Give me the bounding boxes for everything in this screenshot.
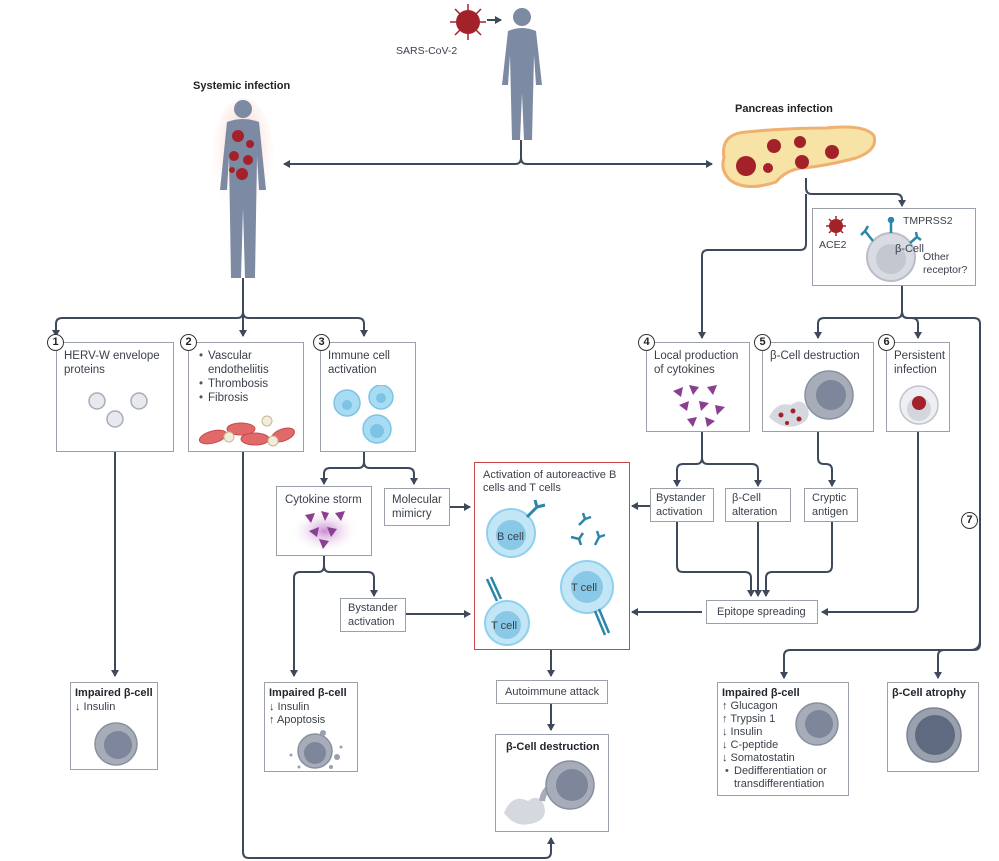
impaired-beta-cell-icon xyxy=(94,722,138,766)
bullet-item: Thrombosis xyxy=(199,377,312,391)
outcome-impaired-beta-cell-2: Impaired β-cell ↓ Insulin ↑ Apoptosis xyxy=(264,682,358,772)
beta-cell-receptor-panel: ACE2 β-Cell TMPRSS2 Other receptor? xyxy=(812,208,976,286)
outcome-title: Impaired β-cell xyxy=(269,687,347,699)
infected-pancreas-icon xyxy=(721,125,877,188)
cytokine-storm-label: Cytokine storm xyxy=(285,494,362,506)
bystander-activation-left-node: Bystander activation xyxy=(340,598,406,632)
epitope-spreading-label: Epitope spreading xyxy=(717,606,806,618)
t-cell-icon xyxy=(484,576,530,646)
step-number-5: 5 xyxy=(754,334,771,351)
outcome-lines: ↑ Glucagon ↑ Trypsin 1 ↓ Insulin ↓ C-pep… xyxy=(722,700,795,765)
systemic-infection-title: Systemic infection xyxy=(193,80,291,92)
outcome-line: ↑ Trypsin 1 xyxy=(722,713,776,725)
mechanism-1-herv-w: HERV-W envelope proteins xyxy=(56,342,174,452)
virus-label: SARS-CoV-2 xyxy=(396,45,458,57)
mechanism-2-list: Vascular endotheliitis Thrombosis Fibros… xyxy=(196,349,312,405)
epitope-spreading-node: Epitope spreading xyxy=(706,600,818,624)
t-cell-label: T cell xyxy=(491,620,518,632)
autoreactive-activation-panel: Activation of autoreactive B cells and T… xyxy=(474,462,630,650)
bystander-activation-right-node: Bystander activation xyxy=(650,488,714,522)
outcome-title: Impaired β-cell xyxy=(75,687,153,699)
outcome-line: ↓ Insulin xyxy=(722,726,763,738)
cytokine-storm-icon xyxy=(291,509,359,553)
cytokines-icon xyxy=(673,385,725,427)
step-number-2: 2 xyxy=(180,334,197,351)
herv-w-protein-icon xyxy=(88,392,148,428)
outcome-impaired-beta-cell-1: Impaired β-cell ↓ Insulin xyxy=(70,682,158,770)
autoimmune-attack-node: Autoimmune attack xyxy=(496,680,608,704)
molecular-mimicry-node: Molecular mimicry xyxy=(384,488,450,526)
beta-cell-label: β-Cell xyxy=(895,243,924,255)
mechanism-5-beta-destruction: β-Cell destruction xyxy=(762,342,874,432)
tmprss2-label: TMPRSS2 xyxy=(903,215,953,227)
step-number-1: 1 xyxy=(47,334,64,351)
mechanism-3-label: Immune cell activation xyxy=(328,350,390,376)
human-figure-icon xyxy=(502,8,542,140)
infected-body-icon xyxy=(212,98,274,278)
bullet-item: Dedifferentiation or transdifferentiatio… xyxy=(725,765,860,791)
bystander-right-label: Bystander activation xyxy=(656,492,706,518)
activation-title: Activation of autoreactive B cells and T… xyxy=(483,469,617,494)
autoimmune-attack-label: Autoimmune attack xyxy=(505,686,600,698)
mechanism-6-persistent: Persistent infection xyxy=(886,342,950,432)
cytokine-storm-node: Cytokine storm xyxy=(276,486,372,556)
beta-cell-icon xyxy=(860,217,922,282)
impaired-beta-cell-icon xyxy=(795,702,839,746)
ace2-label: ACE2 xyxy=(819,239,847,251)
pancreas-infection-title: Pancreas infection xyxy=(735,103,833,115)
step-number-4: 4 xyxy=(638,334,655,351)
outcome-line: ↓ Insulin xyxy=(269,701,310,713)
antibodies-icon xyxy=(570,512,606,546)
destroyed-beta-cell-icon xyxy=(504,760,595,825)
lymphocytes-illustration xyxy=(484,499,614,646)
mechanism-4-cytokines: Local production of cytokines xyxy=(646,342,750,432)
t-cell-label: T cell xyxy=(571,582,598,594)
outcome-title: Impaired β-cell xyxy=(722,687,800,699)
beta-alteration-label: β-Cell alteration xyxy=(732,492,778,518)
outcome-title: β-Cell destruction xyxy=(506,741,600,753)
step-number-3: 3 xyxy=(313,334,330,351)
bystander-left-label: Bystander activation xyxy=(348,602,398,628)
beta-cell-alteration-node: β-Cell alteration xyxy=(725,488,791,522)
mechanism-4-label: Local production of cytokines xyxy=(654,350,739,376)
step-number-7: 7 xyxy=(961,512,978,529)
infected-cell-icon xyxy=(899,385,939,425)
cryptic-antigen-label: Cryptic antigen xyxy=(812,492,849,518)
outcome-title: β-Cell atrophy xyxy=(892,687,966,699)
virus-icon xyxy=(826,216,846,236)
mechanism-1-label: HERV-W envelope proteins xyxy=(64,350,160,376)
mechanism-6-label: Persistent infection xyxy=(894,350,946,376)
molecular-mimicry-label: Molecular mimicry xyxy=(392,494,442,520)
outcome-bullet-list: Dedifferentiation or transdifferentiatio… xyxy=(722,765,860,791)
outcome-line: ↑ Glucagon xyxy=(722,700,778,712)
t-cell-icon xyxy=(560,560,614,636)
b-cell-icon xyxy=(486,499,546,558)
step-number-6: 6 xyxy=(878,334,895,351)
sars-cov-2-virus-icon xyxy=(450,4,486,40)
outcome-impaired-beta-cell-3: Impaired β-cell ↑ Glucagon ↑ Trypsin 1 ↓… xyxy=(717,682,849,796)
mechanism-5-label: β-Cell destruction xyxy=(770,350,860,362)
outcome-line: ↓ Insulin xyxy=(75,701,116,713)
outcome-line: ↓ Somatostatin xyxy=(722,752,795,764)
outcome-line: ↓ C-peptide xyxy=(722,739,779,751)
atrophied-beta-cell-icon xyxy=(906,707,962,763)
outcome-line: ↑ Apoptosis xyxy=(269,714,326,726)
outcome-beta-cell-destruction: β-Cell destruction xyxy=(495,734,609,832)
b-cell-label: B cell xyxy=(497,531,524,543)
cryptic-antigen-node: Cryptic antigen xyxy=(804,488,858,522)
red-blood-cells-icon xyxy=(198,415,295,447)
mechanism-2-vascular: Vascular endotheliitis Thrombosis Fibros… xyxy=(188,342,304,452)
bullet-item: Vascular endotheliitis xyxy=(199,349,312,377)
mechanism-3-immune-activation: Immune cell activation xyxy=(320,342,416,452)
other-receptor-label: Other receptor? xyxy=(923,251,968,276)
immune-cells-icon xyxy=(333,385,394,444)
destroyed-beta-cell-icon xyxy=(769,370,854,427)
apoptotic-beta-cell-icon xyxy=(289,730,343,769)
outcome-beta-cell-atrophy: β-Cell atrophy xyxy=(887,682,979,772)
bullet-item: Fibrosis xyxy=(199,391,312,405)
